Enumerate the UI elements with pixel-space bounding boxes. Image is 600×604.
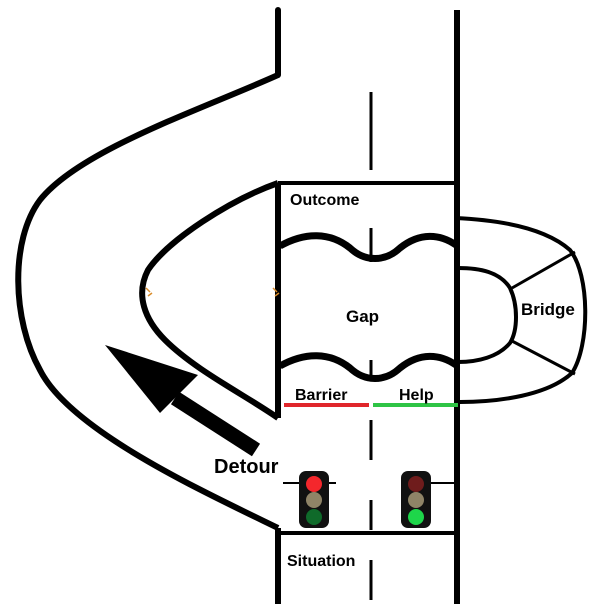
detour-arrow bbox=[105, 345, 261, 457]
speck-mark bbox=[145, 287, 153, 297]
tl-left-green bbox=[306, 509, 322, 525]
label-gap: Gap bbox=[346, 307, 379, 326]
label-barrier: Barrier bbox=[295, 387, 347, 404]
label-bridge: Bridge bbox=[521, 300, 575, 319]
traffic-light-right bbox=[401, 471, 457, 528]
speck-mark bbox=[272, 287, 280, 297]
gap-top-edge bbox=[278, 232, 458, 262]
tl-right-green bbox=[408, 509, 424, 525]
tl-left-amber bbox=[306, 492, 322, 508]
gap-bottom-edge bbox=[278, 352, 458, 382]
label-detour: Detour bbox=[214, 456, 279, 478]
bridge-spoke bbox=[511, 339, 576, 376]
traffic-light-left bbox=[283, 471, 336, 528]
bridge-inner bbox=[457, 266, 518, 364]
label-situation: Situation bbox=[287, 553, 355, 570]
bridge-spoke bbox=[511, 250, 576, 290]
tl-right-amber bbox=[408, 492, 424, 508]
tl-right-red bbox=[408, 476, 424, 492]
label-outcome: Outcome bbox=[290, 192, 359, 209]
detour-outer-curve bbox=[15, 72, 280, 531]
tl-left-red bbox=[306, 476, 322, 492]
label-help: Help bbox=[399, 387, 434, 404]
detour-inner-curve bbox=[139, 180, 280, 421]
bridge-outer bbox=[454, 216, 588, 404]
